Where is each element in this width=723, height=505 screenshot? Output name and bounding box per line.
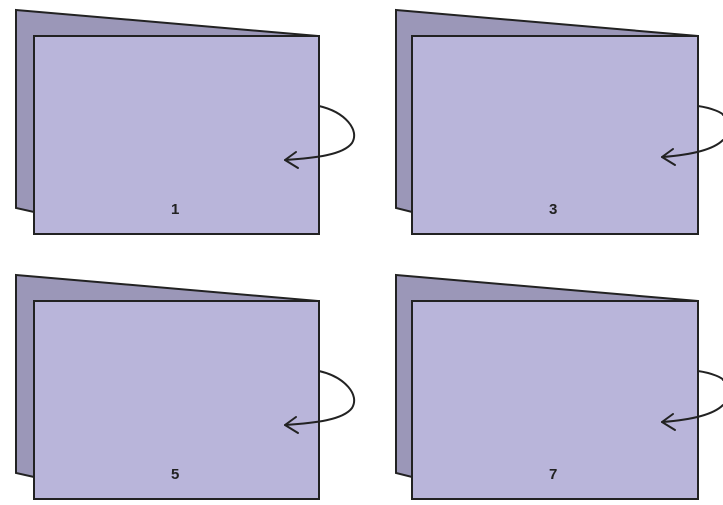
arrowhead-icon (284, 416, 299, 434)
front-page (33, 35, 320, 235)
folded-page-illustration (15, 273, 356, 500)
page-number-label: 1 (171, 201, 180, 218)
front-page (411, 35, 699, 235)
curved-arrow-icon (284, 370, 356, 426)
curved-arrow-icon (661, 404, 723, 423)
front-page (33, 300, 320, 500)
curved-arrow-icon (661, 139, 723, 158)
page-number-label: 5 (171, 466, 180, 483)
folded-page-illustration (395, 273, 723, 500)
arrowhead-icon (284, 151, 299, 169)
folded-page-panel-7: 7 (380, 265, 723, 505)
folded-page-panel-1: 1 (0, 0, 360, 240)
page-number-label: 3 (549, 201, 558, 218)
folded-page-panel-5: 5 (0, 265, 360, 505)
folded-page-panel-3: 3 (380, 0, 723, 240)
folded-page-illustration (15, 8, 356, 235)
arrowhead-icon (661, 413, 676, 431)
curved-arrow-icon (697, 370, 723, 381)
folded-page-illustration (395, 8, 723, 235)
front-page (411, 300, 699, 500)
page-number-label: 7 (549, 466, 558, 483)
curved-arrow-icon (697, 105, 723, 116)
arrowhead-icon (661, 148, 676, 166)
curved-arrow-icon (284, 105, 356, 161)
